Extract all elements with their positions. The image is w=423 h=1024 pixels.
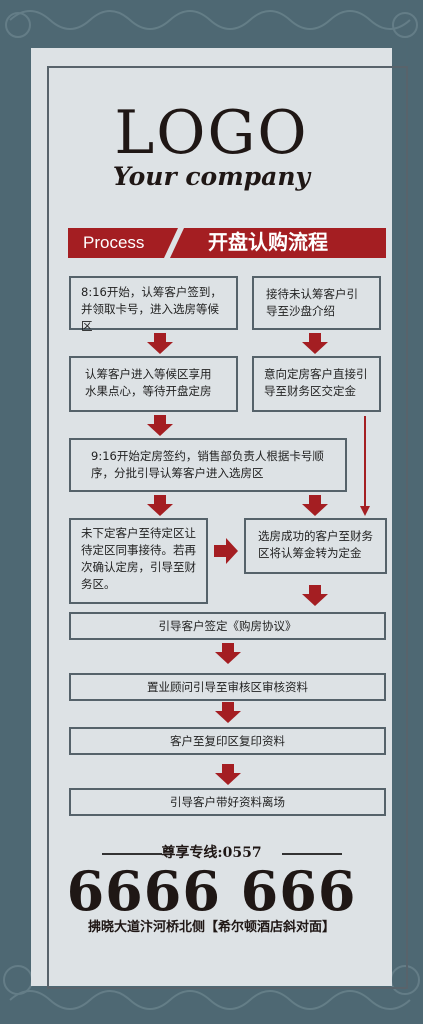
step-reception-text: 接待未认筹客户引导至沙盘介绍 bbox=[266, 287, 358, 318]
banner-frame bbox=[47, 66, 408, 989]
step-signing-box: 9:16开始定房签约，销售部负责人根据卡号顺序，分批引导认筹客户进入选房区 bbox=[69, 438, 347, 492]
process-label: Process bbox=[83, 233, 145, 252]
arrow-thin-line bbox=[364, 416, 366, 508]
step-copy-box: 客户至复印区复印资料 bbox=[69, 727, 386, 755]
step-review-text: 置业顾问引导至审核区审核资料 bbox=[147, 679, 308, 694]
arrow-down-2 bbox=[302, 333, 328, 354]
step-exit-text: 引导客户带好资料离场 bbox=[170, 794, 285, 809]
step-agreement-box: 引导客户签定《购房协议》 bbox=[69, 612, 386, 640]
step-success-box: 选房成功的客户至财务区将认筹金转为定金 bbox=[244, 518, 387, 574]
step-checkin-box: 8:16开始，认筹客户签到，并领取卡号，进入选房等候区 bbox=[69, 276, 238, 333]
arrow-down-8 bbox=[215, 702, 241, 723]
step-checkin-text: 8:16开始，认筹客户签到，并领取卡号，进入选房等候区 bbox=[81, 285, 222, 333]
step-pending-text: 未下定客户至待定区让待定区同事接待。若再次确认定房，引导至财务区。 bbox=[81, 526, 196, 591]
step-waiting-text: 认筹客户进入等候区享用水果点心，等待开盘定房 bbox=[85, 367, 212, 398]
step-deposit-text: 意向定房客户直接引导至财务区交定金 bbox=[264, 367, 368, 398]
arrow-down-1 bbox=[147, 333, 173, 354]
hotline-left-line bbox=[102, 853, 162, 855]
arrow-down-6 bbox=[302, 585, 328, 606]
arrow-right bbox=[214, 538, 238, 564]
logo-text: LOGO bbox=[114, 98, 309, 168]
arrow-down-7 bbox=[215, 643, 241, 664]
step-waiting-box: 认筹客户进入等候区享用水果点心，等待开盘定房 bbox=[69, 356, 238, 412]
banner-panel bbox=[31, 48, 392, 986]
arrow-thin-head bbox=[360, 506, 370, 516]
hotline-label: 尊享专线:0557 bbox=[161, 845, 262, 861]
step-success-text: 选房成功的客户至财务区将认筹金转为定金 bbox=[258, 529, 373, 560]
step-copy-text: 客户至复印区复印资料 bbox=[170, 733, 285, 748]
phone-number: 6666 666 bbox=[66, 859, 357, 923]
step-review-box: 置业顾问引导至审核区审核资料 bbox=[69, 673, 386, 701]
step-signing-text: 9:16开始定房签约，销售部负责人根据卡号顺序，分批引导认筹客户进入选房区 bbox=[91, 449, 324, 480]
company-name: Your company bbox=[112, 162, 311, 191]
arrow-down-9 bbox=[215, 764, 241, 785]
step-pending-box: 未下定客户至待定区让待定区同事接待。若再次确认定房，引导至财务区。 bbox=[69, 518, 208, 604]
process-bar bbox=[68, 228, 386, 258]
arrow-down-4 bbox=[147, 495, 173, 516]
step-reception-box: 接待未认筹客户引导至沙盘介绍 bbox=[252, 276, 381, 330]
step-agreement-text: 引导客户签定《购房协议》 bbox=[158, 618, 297, 633]
arrow-down-3 bbox=[147, 415, 173, 436]
step-exit-box: 引导客户带好资料离场 bbox=[69, 788, 386, 816]
address-text: 拂晓大道汴河桥北侧【希尔顿酒店斜对面】 bbox=[87, 920, 335, 935]
process-title: 开盘认购流程 bbox=[208, 230, 328, 254]
step-deposit-box: 意向定房客户直接引导至财务区交定金 bbox=[252, 356, 381, 412]
arrow-down-5 bbox=[302, 495, 328, 516]
hotline-decoration bbox=[102, 842, 342, 864]
hotline-right-line bbox=[282, 853, 342, 855]
